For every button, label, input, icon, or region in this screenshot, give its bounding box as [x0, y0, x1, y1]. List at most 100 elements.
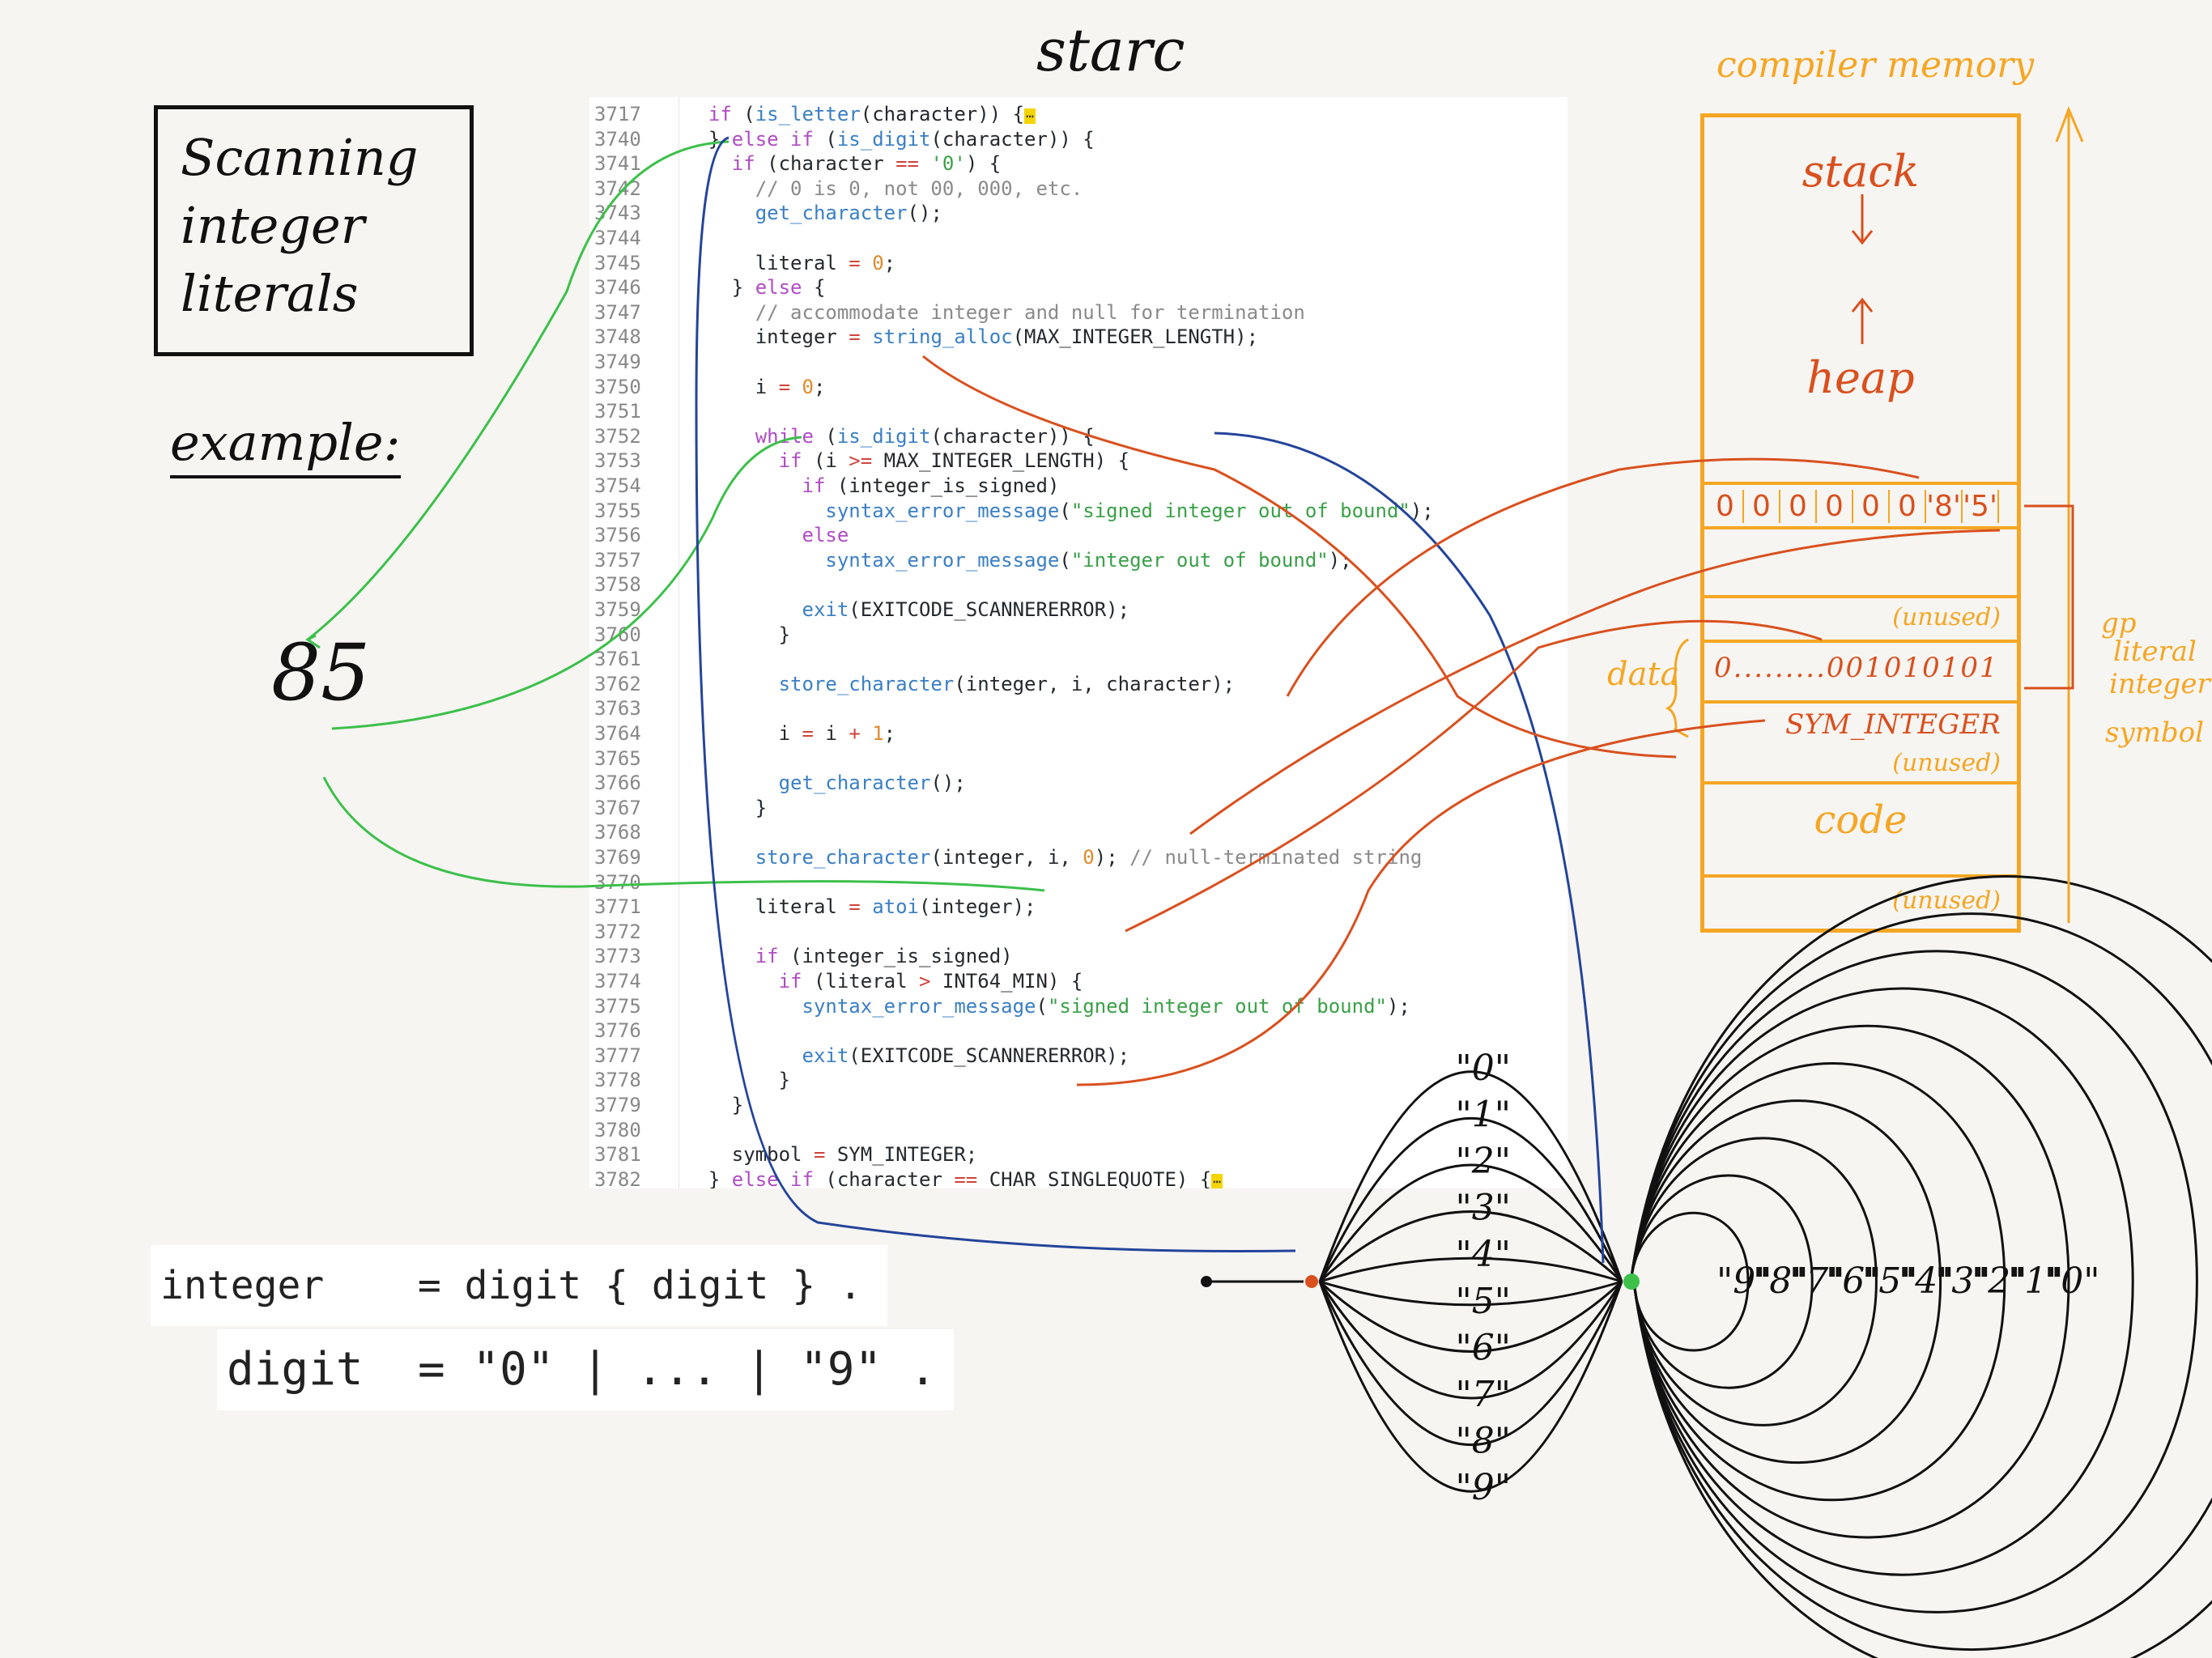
green-arrow-head: [305, 634, 321, 649]
fsm-loop-arc: [1630, 950, 2198, 1282]
fsm-loop-label: "9": [1716, 1261, 1772, 1302]
fsm-loop-arc: [1633, 1281, 2198, 1613]
code-text: get_character();: [755, 202, 942, 225]
code-line: 3755 syntax_error_message("signed intege…: [589, 499, 1434, 524]
fsm-loop-label: "0": [2044, 1261, 2099, 1302]
fsm-loop-label: "4": [1899, 1261, 1954, 1302]
line-number: 3717: [594, 103, 641, 125]
line-number: 3756: [594, 524, 641, 547]
heap-up-arrow: [1851, 297, 1874, 344]
page-title: starc: [1036, 16, 1185, 84]
fsm-transition-arc: [1319, 1256, 1623, 1283]
code-line: 3743 get_character();: [589, 201, 942, 226]
line-number: 3758: [594, 573, 641, 597]
fsm-loop-arc: [1633, 1281, 2006, 1502]
heap-cell: 0: [1817, 490, 1853, 523]
code-text: } else {: [685, 276, 826, 300]
code-text: if (i >= MAX_INTEGER_LENGTH) {: [778, 449, 1130, 473]
code-text: // accommodate integer and null for term…: [685, 300, 1305, 324]
data-label: data: [1607, 656, 1680, 693]
code-line: 3777 exit(EXITCODE_SCANNERERROR);: [589, 1044, 1129, 1069]
line-number: 3761: [594, 648, 641, 671]
green-arrow-while-to-example: [331, 436, 802, 730]
code-text: syntax_error_message("signed integer out…: [802, 994, 1410, 1018]
code-line: 3740 } else if (is_digit(character)) {: [589, 127, 1095, 152]
code-line: 3778 }: [589, 1068, 790, 1093]
stack-down-arrow: [1851, 194, 1874, 245]
grammar-integer-rule: integer = digit { digit } .: [151, 1245, 887, 1326]
data-divider: [1704, 700, 2017, 704]
fsm-transition-label: "4": [1456, 1234, 1511, 1275]
line-number: 3779: [594, 1094, 641, 1116]
line-number: 3749: [594, 351, 641, 373]
orange-bracket-data: [2024, 504, 2074, 690]
fsm-loop-arc: [1630, 1211, 1750, 1282]
code-text: if (integer_is_signed): [802, 474, 1060, 497]
code-line: 3762 store_character(integer, i, charact…: [589, 672, 1235, 697]
fsm-transition-arc: [1318, 1163, 1623, 1282]
code-text: i = 0;: [685, 375, 826, 398]
fsm-transition-label: "2": [1456, 1141, 1511, 1182]
fsm-loop-arc: [1630, 1137, 1878, 1282]
fsm-transition-label: "3": [1456, 1188, 1511, 1229]
fsm-transition-label: "0": [1456, 1048, 1511, 1089]
symbol-label: symbol: [2105, 716, 2205, 749]
fsm-loop-arc: [1633, 1287, 2212, 1658]
data-brace: [1665, 638, 1689, 738]
code-line: 3754 if (integer_is_signed): [589, 474, 1059, 499]
fsm-loop-arc: [1630, 1061, 2006, 1282]
fsm-transition-label: "7": [1456, 1374, 1511, 1415]
code-text: // 0 is 0, not 00, 000, etc.: [685, 176, 1083, 200]
grammar-digit-rule: digit = "0" | ... | "9" .: [217, 1329, 954, 1410]
fsm-transition-arc: [1318, 1210, 1623, 1283]
code-text: if (character == '0') {: [731, 152, 1002, 176]
line-number: 3769: [594, 846, 641, 869]
code-line: 3742 // 0 is 0, not 00, 000, etc.: [589, 176, 1083, 202]
code-text: exit(EXITCODE_SCANNERERROR);: [802, 598, 1130, 621]
topic-box: Scanning integer literals: [154, 105, 474, 356]
heap-divider: [1704, 526, 2017, 529]
line-number: 3773: [594, 945, 641, 968]
fsm-accept-state: [1623, 1273, 1640, 1290]
fsm-start-state: [1305, 1275, 1318, 1288]
fsm-loop-arc: [1633, 1281, 1878, 1426]
fsm-transition-label: "6": [1456, 1327, 1511, 1368]
heap-cell: 0: [1853, 490, 1890, 523]
literal-label: literal: [2113, 636, 2197, 668]
heap-cell: 0: [1744, 490, 1780, 523]
line-number: 3775: [594, 994, 641, 1018]
code-line: 3767 }: [589, 796, 767, 821]
fsm-loop-label: "8": [1753, 1261, 1808, 1302]
line-number: 3757: [594, 548, 641, 572]
heap-cell: '5': [1963, 490, 1999, 523]
code-text: exit(EXITCODE_SCANNERERROR);: [802, 1044, 1130, 1067]
heap-label: heap: [1806, 352, 1915, 403]
line-number: 3747: [594, 300, 641, 324]
memory-title: compiler memory: [1716, 45, 2035, 86]
green-arrow-atoi-to-example: [322, 776, 1045, 892]
line-number: 3772: [594, 920, 641, 943]
fsm-transition-arc: [1318, 1280, 1623, 1353]
code-line: 3745 literal = 0;: [589, 251, 895, 276]
fsm-transition-label: "8": [1456, 1421, 1511, 1462]
orange-arrow-store-null: [1189, 529, 2001, 835]
orange-arrow-symbol-to-data: [1076, 719, 1766, 1086]
line-number: 3753: [594, 449, 641, 473]
code-text: } else if (is_digit(character)) {: [685, 127, 1095, 151]
gutter-divider: [678, 97, 679, 1188]
code-line: 3717 if (is_letter(character)) {⋯: [589, 102, 1036, 127]
line-number: 3774: [594, 970, 641, 993]
line-number: 3764: [594, 722, 641, 745]
code-text: if (integer_is_signed): [755, 945, 1013, 968]
code-line: 3758: [589, 572, 685, 597]
code-line: 3749: [589, 350, 685, 375]
fsm-loop-label: "1": [2008, 1261, 2063, 1302]
fsm-transition-arc: [1318, 1117, 1623, 1282]
code-line: 3747 // accommodate integer and null for…: [589, 300, 1305, 325]
code-line: 3764 i = i + 1;: [589, 721, 895, 746]
code-segment-label: code: [1814, 797, 1908, 843]
code-line: 3748 integer = string_alloc(MAX_INTEGER_…: [589, 325, 1258, 350]
code-text: literal = atoi(integer);: [685, 895, 1036, 919]
line-number: 3750: [594, 375, 641, 398]
